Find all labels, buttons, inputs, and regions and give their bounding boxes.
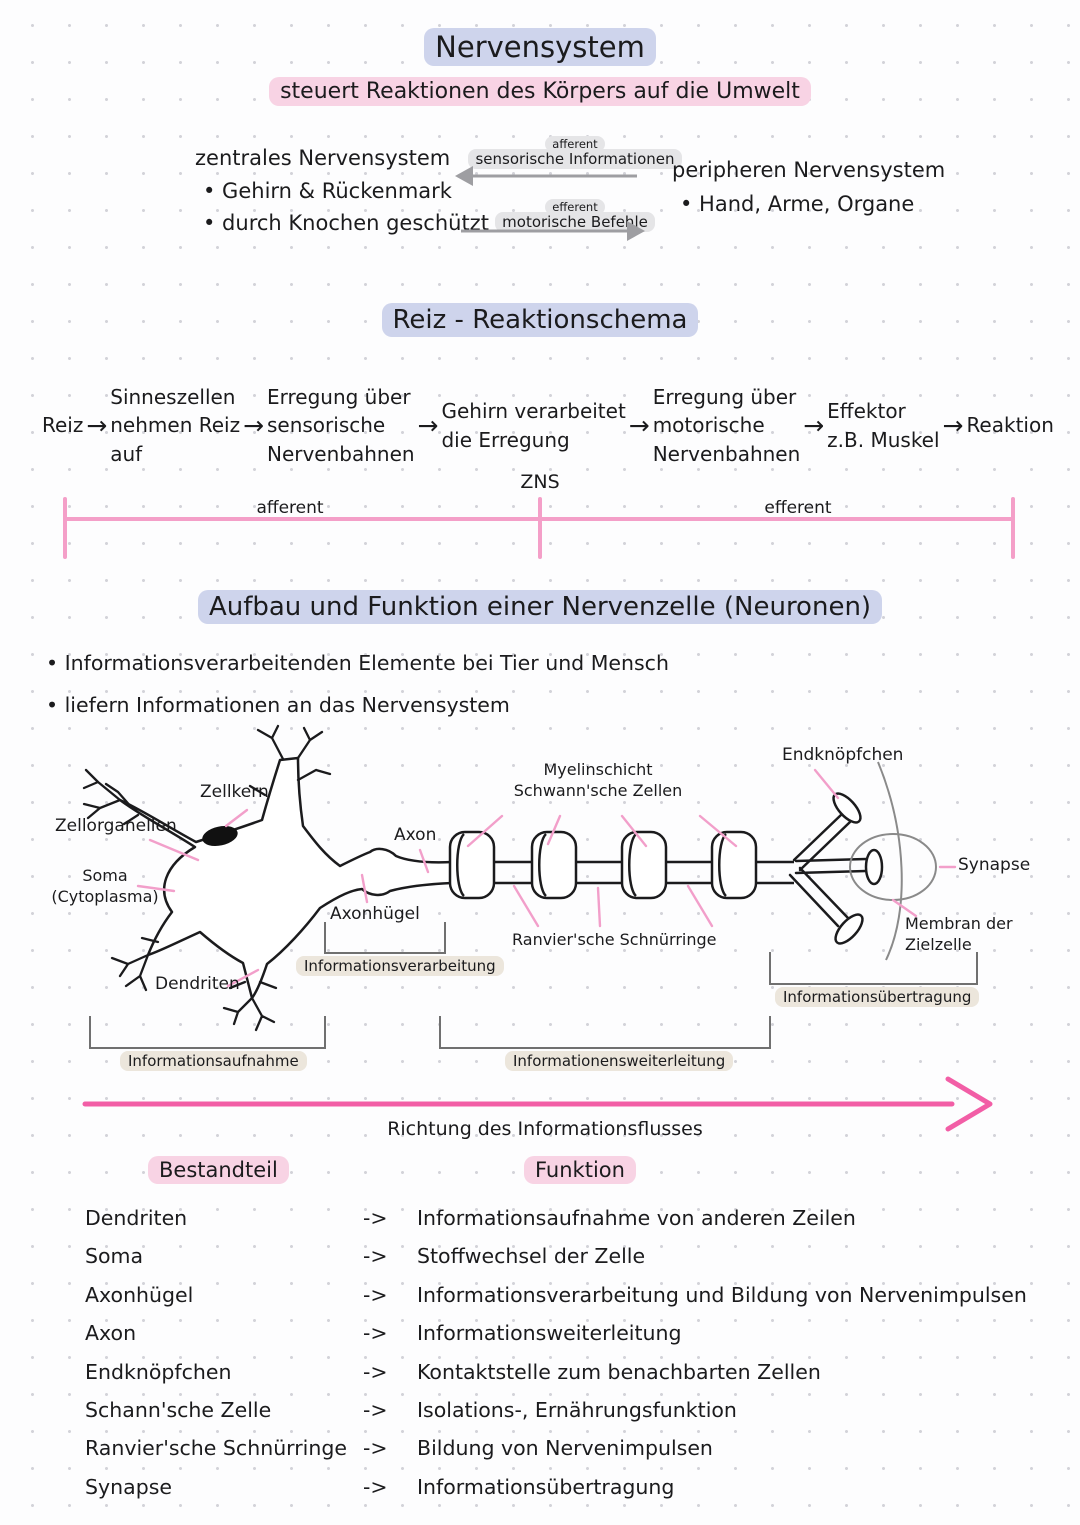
section-brackets bbox=[89, 922, 978, 1049]
arrow-icon: -> bbox=[363, 1321, 388, 1346]
membran-label: Membran der Zielzelle bbox=[905, 914, 1013, 954]
myelin-label: Myelinschicht Schwann'sche Zellen bbox=[513, 760, 683, 800]
peripheral-nervous-system-block: peripheren Nervensystem • Hand, Arme, Or… bbox=[672, 158, 945, 216]
nucleus bbox=[202, 825, 238, 847]
weiterleitung-bracket-label: Informationensweiterleitung bbox=[505, 1051, 734, 1071]
zns-label: ZNS bbox=[520, 471, 560, 493]
central-bullet-2: • durch Knochen geschützt bbox=[203, 211, 489, 235]
endknoepfchen-label: Endknöpfchen bbox=[782, 745, 904, 765]
label-pointer-lines bbox=[136, 768, 957, 988]
table-cell-component: Endknöpfchen bbox=[85, 1359, 232, 1384]
table-cell-function: Isolations-, Ernährungsfunktion bbox=[417, 1398, 737, 1423]
right-arrow-icon: → bbox=[86, 410, 108, 440]
peripheral-bullet-1: • Hand, Arme, Organe bbox=[680, 192, 915, 216]
axon-label: Axon bbox=[394, 825, 437, 845]
information-flow-arrow-icon bbox=[82, 1076, 993, 1132]
right-arrow-icon: → bbox=[628, 410, 650, 440]
schema-heading: Reiz - Reaktionschema bbox=[0, 303, 1080, 337]
neuron-heading: Aufbau und Funktion einer Nervenzelle (N… bbox=[0, 590, 1080, 624]
efferent-label: motorische Befehle bbox=[470, 212, 680, 232]
table-header-component: Bestandteil bbox=[148, 1156, 289, 1184]
component-function-table: Dendriten -> Informationsaufnahme von an… bbox=[85, 1199, 1055, 1506]
table-cell-component: Axon bbox=[85, 1321, 137, 1346]
terminal-branches bbox=[788, 812, 868, 928]
ranvier-label: Ranvier'sche Schnürringe bbox=[512, 930, 717, 949]
afferent-label: sensorische Informationen bbox=[460, 149, 690, 169]
myelin-rings bbox=[448, 830, 758, 900]
afferent-small-label: afferent bbox=[495, 133, 655, 152]
end-knobs bbox=[832, 792, 884, 945]
afferent-efferent-arrows-icon bbox=[455, 166, 645, 241]
arrow-icon: -> bbox=[363, 1398, 388, 1423]
table-cell-component: Synapse bbox=[85, 1474, 173, 1499]
arrow-icon: -> bbox=[363, 1474, 388, 1499]
neuron-diagram: Zellkern Zellorganellen Soma (Cytoplasma… bbox=[0, 720, 1080, 1085]
neuron-drawing bbox=[82, 724, 978, 1049]
central-bullet-1: • Gehirn & Rückenmark bbox=[203, 179, 452, 203]
span-line-center-tick bbox=[538, 497, 542, 559]
title-text: Nervensystem bbox=[424, 28, 656, 66]
synapse-region bbox=[849, 833, 937, 901]
axonhuegel-label: Axonhügel bbox=[330, 904, 420, 924]
span-line-left-tick bbox=[63, 497, 67, 559]
subtitle-text: steuert Reaktionen des Körpers auf die U… bbox=[269, 77, 811, 106]
flow-step: Reiz bbox=[42, 413, 84, 438]
page-subtitle: steuert Reaktionen des Körpers auf die U… bbox=[0, 77, 1080, 106]
neuron-bullet-2: • liefern Informationen an das Nervensys… bbox=[46, 693, 510, 717]
right-arrow-icon: → bbox=[942, 410, 964, 440]
synapse-label: Synapse bbox=[958, 855, 1031, 875]
soma-label: Soma (Cytoplasma) bbox=[51, 866, 159, 906]
efferent-small-label: efferent bbox=[495, 196, 655, 215]
table-cell-component: Ranvier'sche Schnürringe bbox=[85, 1436, 347, 1461]
flow-step: Sinneszellen nehmen Reiz auf bbox=[110, 385, 241, 466]
arrow-icon: -> bbox=[363, 1359, 388, 1384]
table-cell-component: Axonhügel bbox=[85, 1282, 194, 1307]
table-cell-function: Kontaktstelle zum benachbarten Zellen bbox=[417, 1359, 821, 1384]
uebertragung-bracket-label: Informationsübertragung bbox=[775, 987, 980, 1007]
table-cell-function: Bildung von Nervenimpulsen bbox=[417, 1436, 713, 1461]
information-flow-label: Richtung des Informationsflusses bbox=[387, 1118, 703, 1140]
arrow-icon: -> bbox=[363, 1206, 388, 1230]
aufnahme-bracket-label: Informationsaufnahme bbox=[120, 1051, 307, 1071]
table-cell-function: Informationsverarbeitung und Bildung von… bbox=[417, 1282, 1027, 1307]
flow-step: Reaktion bbox=[966, 413, 1054, 438]
table-cell-function: Informationsaufnahme von anderen Zeilen bbox=[417, 1206, 856, 1230]
central-nervous-system-block: zentrales Nervensystem • Gehirn & Rücken… bbox=[195, 146, 489, 235]
zellorganellen-label: Zellorganellen bbox=[55, 816, 177, 836]
flow-step: Effektor z.B. Muskel bbox=[827, 399, 940, 452]
neuron-bullet-1: • Informationsverarbeitenden Elemente be… bbox=[46, 651, 669, 675]
central-title: zentrales Nervensystem bbox=[195, 146, 451, 170]
table-cell-function: Informationsweiterleitung bbox=[417, 1321, 682, 1346]
dendriten-label: Dendriten bbox=[155, 974, 240, 994]
zellkern-label: Zellkern bbox=[200, 782, 269, 802]
table-cell-component: Schann'sche Zelle bbox=[85, 1398, 272, 1423]
right-arrow-icon: → bbox=[243, 410, 265, 440]
flow-step: Erregung über sensorische Nervenbahnen bbox=[266, 385, 415, 466]
dendrite-branches bbox=[82, 724, 332, 1032]
target-cell-membrane bbox=[877, 761, 903, 961]
flow-step: Erregung über motorische Nervenbahnen bbox=[652, 385, 801, 466]
axon-segments bbox=[494, 860, 794, 885]
arrow-icon: -> bbox=[363, 1244, 388, 1269]
right-arrow-icon: → bbox=[417, 410, 439, 440]
arrow-icon: -> bbox=[363, 1282, 388, 1307]
arrow-icon: -> bbox=[363, 1436, 388, 1461]
peripheral-title: peripheren Nervensystem bbox=[672, 158, 946, 182]
efferent-span-label: efferent bbox=[764, 498, 832, 518]
table-header-function: Funktion bbox=[524, 1156, 636, 1184]
verarbeitung-bracket-label: Informationsverarbeitung bbox=[296, 956, 504, 976]
table-cell-component: Soma bbox=[85, 1244, 144, 1269]
table-cell-component: Dendriten bbox=[85, 1206, 188, 1230]
flow-step: Gehirn verarbeitet die Erregung bbox=[441, 399, 626, 452]
table-cell-function: Stoffwechsel der Zelle bbox=[417, 1244, 646, 1269]
stimulus-reaction-flow: Reiz → Sinneszellen nehmen Reiz auf → Er… bbox=[42, 383, 1054, 468]
afferent-span-label: afferent bbox=[256, 498, 324, 518]
table-cell-function: Informationsübertragung bbox=[417, 1474, 675, 1499]
span-line-right-tick bbox=[1011, 497, 1015, 559]
right-arrow-icon: → bbox=[803, 410, 825, 440]
page-title: Nervensystem bbox=[0, 28, 1080, 66]
